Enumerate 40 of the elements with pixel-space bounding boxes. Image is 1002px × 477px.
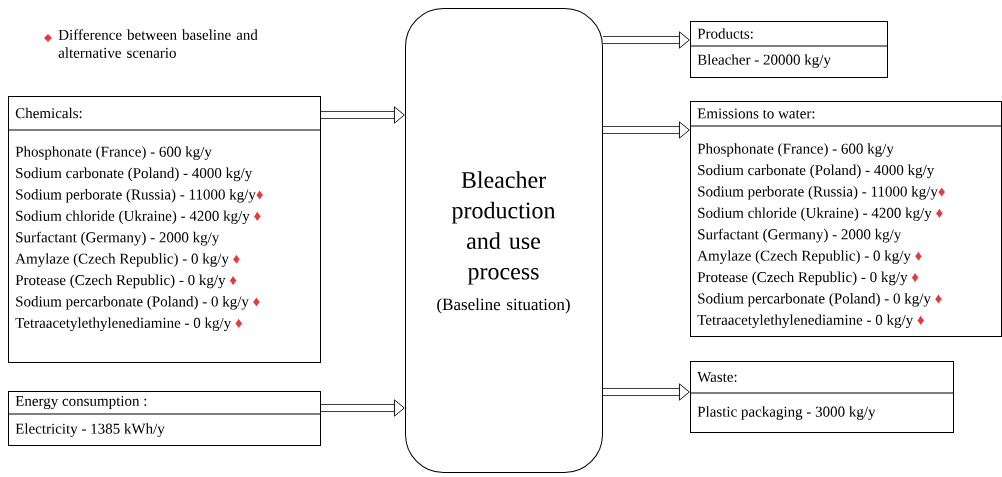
list-item: Phosphonate (France) - 600 kg/y — [15, 146, 212, 160]
list-item: Sodium carbonate (Poland) - 4000 kg/y — [16, 167, 253, 182]
output-box — [689, 361, 954, 433]
process-box — [405, 8, 603, 473]
box-heading: Energy consumption : — [15, 395, 147, 410]
list-item: Sodium chloride (Ukraine) - 4200 kg/y ♦ — [16, 210, 261, 224]
input-box — [7, 96, 321, 363]
double-arrow — [603, 383, 690, 401]
list-item: Sodium carbonate (Poland) - 4000 kg/y — [698, 164, 935, 179]
input-box — [7, 391, 321, 446]
list-item: Tetraacetylethylenediamine - 0 kg/y ♦ — [697, 314, 925, 328]
list-item: Protease (Czech Republic) - 0 kg/y ♦ — [15, 274, 237, 289]
double-arrow — [321, 399, 405, 417]
box-heading: Chemicals: — [15, 107, 82, 119]
list-item: Sodium percarbonate (Poland) - 0 kg/y ♦ — [16, 296, 260, 310]
list-item: Sodium perborate (Russia) - 11000 kg/y♦ — [698, 186, 946, 200]
list-item: Plastic packaging - 3000 kg/y — [697, 406, 876, 420]
list-item: Sodium percarbonate (Poland) - 0 kg/y ♦ — [698, 293, 942, 307]
list-item: Bleacher - 20000 kg/y — [697, 54, 831, 68]
list-item: Sodium perborate (Russia) - 11000 kg/y♦ — [16, 189, 264, 203]
output-box — [689, 101, 1002, 337]
box-heading: Waste: — [697, 372, 737, 382]
list-item: Surfactant (Germany) - 2000 kg/y — [16, 231, 220, 246]
process-title: Bleacher production and use process — [451, 171, 556, 285]
list-item: Electricity - 1385 kWh/y — [15, 423, 165, 437]
process-subtitle: (Baseline situation) — [437, 298, 570, 314]
double-arrow — [603, 31, 690, 49]
list-item: Phosphonate (France) - 600 kg/y — [697, 143, 894, 157]
output-box — [689, 21, 888, 78]
box-heading: Products: — [697, 28, 753, 39]
list-item: Amylaze (Czech Republic) - 0 kg/y ♦ — [15, 253, 240, 267]
list-item: Amylaze (Czech Republic) - 0 kg/y ♦ — [697, 250, 922, 264]
list-item: Surfactant (Germany) - 2000 kg/y — [698, 228, 902, 243]
double-arrow — [603, 121, 690, 139]
double-arrow — [321, 106, 405, 124]
list-item: Protease (Czech Republic) - 0 kg/y ♦ — [697, 271, 919, 286]
box-heading: Emissions to water: — [697, 108, 815, 119]
list-item: Tetraacetylethylenediamine - 0 kg/y ♦ — [15, 317, 243, 331]
list-item: Sodium chloride (Ukraine) - 4200 kg/y ♦ — [698, 207, 943, 221]
legend-text: Difference between baseline and alternative scenario — [58, 29, 258, 58]
